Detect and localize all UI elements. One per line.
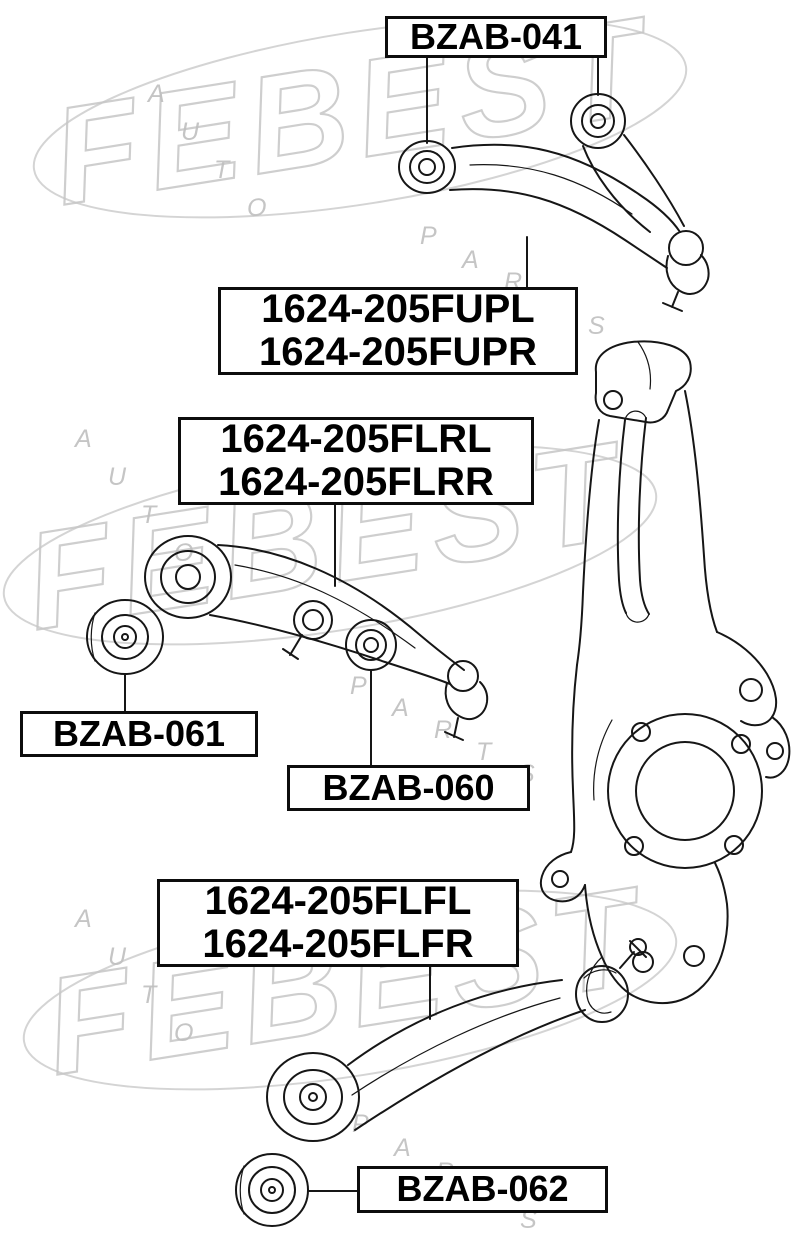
knuckle-right-ear <box>765 716 791 779</box>
knuckle-body-left-edge <box>570 664 578 853</box>
watermark-letter: A <box>392 1134 411 1162</box>
leader-lines <box>124 57 599 1192</box>
watermark-letter: T <box>476 738 493 766</box>
watermark-letter: P <box>420 222 437 250</box>
knuckle-top-detail <box>637 341 652 390</box>
watermark-letter: P <box>352 1110 369 1138</box>
knuckle-bottom-hole <box>683 945 705 967</box>
knuckle-neck-left-edge <box>576 419 600 666</box>
part-number-flfr: 1624-205FLFR <box>202 922 474 966</box>
steering-knuckle-drawing <box>539 340 791 1014</box>
label-bzab-060: BZAB-060 <box>287 765 530 811</box>
watermark-letter: U <box>108 943 127 971</box>
watermark-letter: S <box>520 1206 537 1234</box>
watermark-swoosh <box>32 17 688 219</box>
knuckle-upper-ear <box>716 631 778 727</box>
lower-front-arm-bottom-edge <box>354 1009 586 1131</box>
knuckle-top-mount-hole <box>603 390 623 410</box>
upper-arm-front-edge <box>451 143 681 233</box>
upper-arm-inner-prong-edge <box>582 145 651 233</box>
watermark-letter: O <box>247 194 266 222</box>
knuckle-bottom-bracket <box>584 862 729 1005</box>
watermark-letter: U <box>181 118 200 146</box>
upper-arm-left-bushing <box>398 140 456 194</box>
watermark-letter: T <box>214 156 231 184</box>
bzab062-bushing-drawing <box>235 1153 309 1227</box>
part-number-flrl: 1624-205FLRL <box>220 417 492 462</box>
lower-front-arm-ball-joint <box>575 938 647 1023</box>
lower-rear-arm-top-edge <box>217 544 465 671</box>
knuckle-hub-outer-circle <box>607 713 763 869</box>
lower-front-arm-detail-line <box>351 997 561 1096</box>
lower-rear-arm-small-mount <box>282 600 333 660</box>
knuckle-bolt-hole <box>724 835 744 855</box>
part-number-fupl: 1624-205FUPL <box>261 287 535 332</box>
lower-rear-arm-bzab060-bushing <box>345 619 397 671</box>
lower-rear-arm-big-bushing <box>144 535 232 619</box>
lower-rear-arm-bottom-edge <box>209 614 451 685</box>
watermark-letter: T <box>141 981 158 1009</box>
knuckle-upper-ear-hole <box>739 678 763 702</box>
part-number-flrr: 1624-205FLRR <box>218 460 494 504</box>
watermark-letter: A <box>460 246 479 274</box>
knuckle-top-mount <box>594 340 692 424</box>
part-number-bzab-041: BZAB-041 <box>409 15 583 57</box>
knuckle-slot-ends <box>624 410 650 623</box>
knuckle-hub-inner-circle <box>635 741 735 841</box>
watermark-letter: A <box>146 80 165 108</box>
knuckle-bolt-hole <box>631 722 651 742</box>
knuckle-flange-detail <box>593 719 613 801</box>
upper-arm-ball-joint <box>662 230 710 312</box>
knuckle-bolt-hole <box>731 734 751 754</box>
part-number-bzab-061: BZAB-061 <box>52 712 226 754</box>
part-number-bzab-062: BZAB-062 <box>396 1168 569 1210</box>
watermark-letter: R <box>434 716 452 744</box>
upper-arm-right-bushing <box>570 93 626 149</box>
knuckle-neck-right-edge <box>684 390 718 633</box>
lower-front-arm-big-bushing <box>266 1052 360 1142</box>
label-lower-rear-arm-part-numbers: 1624-205FLRL 1624-205FLRR <box>178 417 534 505</box>
knuckle-left-ear <box>539 851 586 903</box>
label-bzab-062: BZAB-062 <box>357 1166 608 1213</box>
upper-control-arm-drawing <box>398 93 710 312</box>
watermark-letter: O <box>174 1019 193 1047</box>
knuckle-left-ear-hole <box>551 870 569 888</box>
knuckle-bolt-hole <box>624 836 644 856</box>
knuckle-slot-right <box>637 417 650 615</box>
watermark-letter: A <box>73 425 92 453</box>
watermark-letter: T <box>141 501 158 529</box>
label-bzab-061: BZAB-061 <box>20 711 258 757</box>
bzab061-bushing-drawing <box>86 599 164 675</box>
part-number-fupr: 1624-205FUPR <box>259 330 537 374</box>
lower-front-control-arm-drawing <box>266 938 647 1142</box>
watermark-letter: U <box>108 463 127 491</box>
label-upper-arm-part-numbers: 1624-205FUPL 1624-205FUPR <box>218 287 578 375</box>
knuckle-slot-left <box>616 419 627 614</box>
upper-arm-rear-edge <box>449 188 668 269</box>
upper-arm-detail-line <box>469 164 633 215</box>
watermark-letter: A <box>390 694 409 722</box>
lower-rear-arm-ball-joint <box>444 660 489 741</box>
watermark-letter: A <box>73 905 92 933</box>
lower-front-arm-top-edge <box>347 979 563 1066</box>
watermark-letter: P <box>350 672 367 700</box>
lower-rear-control-arm-drawing <box>144 535 489 741</box>
knuckle-right-ear-hole <box>766 742 784 760</box>
part-number-bzab-060: BZAB-060 <box>322 766 495 808</box>
watermark-letter: S <box>588 312 605 340</box>
label-lower-front-arm-part-numbers: 1624-205FLFL 1624-205FLFR <box>157 879 519 967</box>
upper-arm-outer-prong-edge <box>623 134 685 227</box>
label-bzab-041: BZAB-041 <box>385 16 607 58</box>
watermark-letter: O <box>174 539 193 567</box>
part-number-flfl: 1624-205FLFL <box>204 879 472 924</box>
